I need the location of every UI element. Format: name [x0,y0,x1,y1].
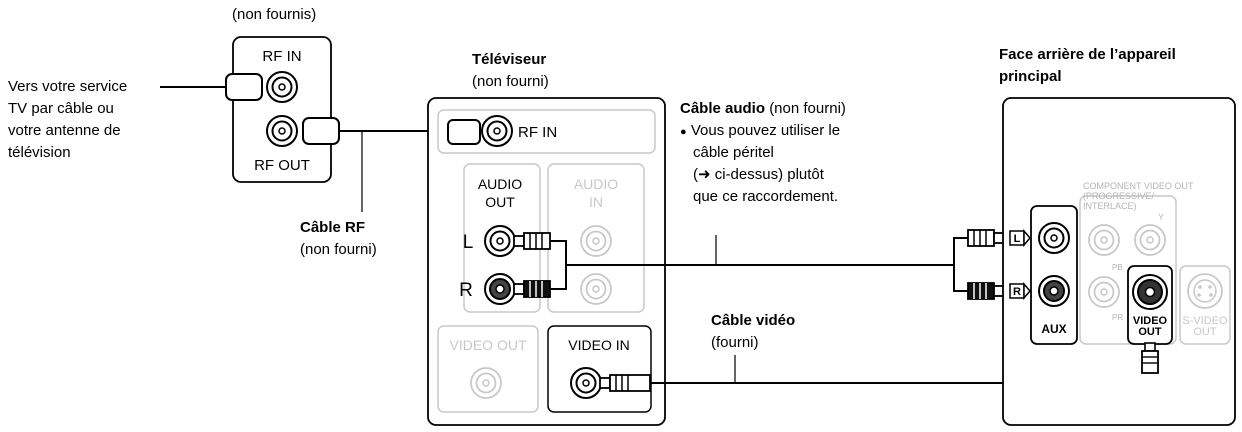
rf-cable-note: (non fourni) [300,241,377,258]
unit-y-jack [1134,224,1166,256]
unit-y-label: Y [1158,212,1164,222]
antenna-plug [225,73,263,101]
tv-video-in-label: VIDEO IN [568,337,629,353]
unit-s-video-label-1: S-VIDEO [1182,315,1228,327]
tv-audio-out-r-jack [484,273,516,305]
tv-audio-in-l-jack [580,225,612,257]
audio-cable-tip-2: câble péritel [693,144,774,161]
source-line-1: Vers votre service [8,78,128,95]
unit-r-mark: R [1013,286,1021,298]
video-plug-tv [599,374,651,392]
unit-title-1: Face arrière de l’appareil [999,46,1176,63]
unit-aux-label: AUX [1041,322,1066,336]
source-line-2: TV par câble ou [8,100,114,117]
unit-pr-label: PR [1112,313,1123,322]
audio-cable-tip-4: que ce raccordement. [693,188,839,205]
tv-audio-out-l-jack [484,225,516,257]
unit-title-2: principal [999,68,1062,85]
tv-title: Téléviseur [472,51,547,68]
unit-component-label-3: INTERLACE) [1083,201,1137,211]
tv-video-out-label: VIDEO OUT [449,337,526,353]
unit-component-label-1: COMPONENT VIDEO OUT [1083,181,1194,191]
main-unit [1002,97,1236,426]
video-cable-note: (fourni) [711,334,759,351]
video-cable-title: Câble vidéo [711,312,796,329]
audio-cable-note: (non fourni) [769,100,846,117]
unit-aux-r-jack [1038,275,1070,307]
audio-cable-tip-3: (➜ ci-dessus) plutôt [693,166,824,183]
audio-cable-heading: Câble audio (non fourni) [680,98,846,119]
rf-out-plug [302,117,340,145]
tv-rf-plug [447,119,481,145]
unit-pr-jack [1088,276,1120,308]
audio-cable-tip-1: ● Vous pouvez utiliser le [680,122,841,139]
tv-audio-in-r-jack [580,273,612,305]
audio-cable-title: Câble audio [680,100,766,117]
unit-aux-l-jack [1038,222,1070,254]
splitter-rf-in-jack [266,71,298,103]
unit-video-out-label-1: VIDEO [1133,315,1168,327]
source-line-4: télévision [8,144,71,161]
audio-cable [550,237,968,292]
tv-rf-in-jack [481,115,513,147]
unit-component-label-2: (PROGRESSIVE/ [1083,191,1155,201]
splitter-caption: (non fournis) [232,6,317,23]
tv-box [427,97,666,426]
tv-video-out-jack [470,367,502,399]
splitter-rf-out-label: RF OUT [254,157,310,174]
unit-pb-label: PB [1112,263,1123,272]
unit-video-out-label-2: OUT [1138,326,1162,338]
tv-rf-in-label: RF IN [518,124,557,141]
tv-left-label: L [463,232,474,253]
tv-right-label: R [459,280,473,301]
tv-audio-out-label-2: OUT [485,194,515,210]
tv-audio-in-label-1: AUDIO [574,176,618,192]
tv-video-in-jack [570,367,602,399]
unit-pb-jack [1088,224,1120,256]
audio-plugs-unit [967,229,1005,300]
splitter-rf-in-label: RF IN [262,48,301,65]
tv-audio-out-label-1: AUDIO [478,176,522,192]
tv-note: (non fourni) [472,73,549,90]
bullet-icon: ● [680,126,687,138]
audio-plugs-tv [513,232,551,298]
unit-l-mark: L [1014,233,1021,245]
splitter-box [225,36,340,183]
tv-audio-in-label-2: IN [589,194,603,210]
splitter-rf-out-jack [266,115,298,147]
unit-s-video-label-2: OUT [1193,326,1217,338]
source-line-3: votre antenne de [8,122,121,139]
rf-cable-title: Câble RF [300,219,366,236]
